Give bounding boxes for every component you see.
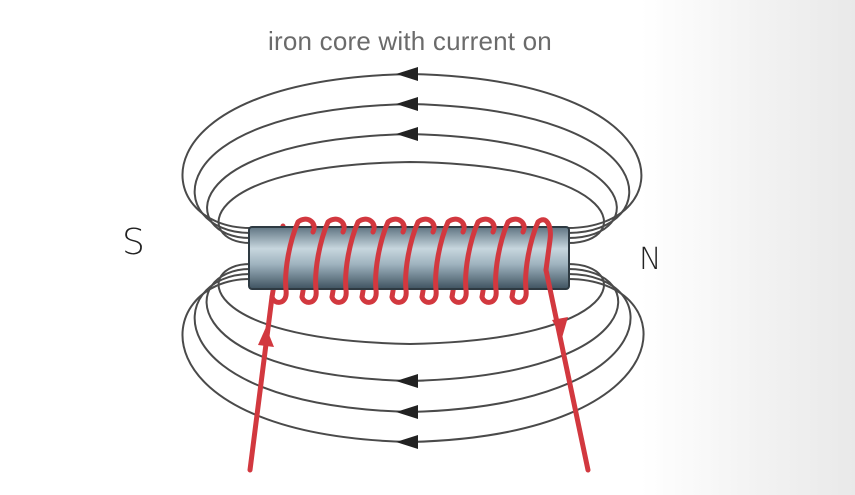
north-pole-label: N	[639, 242, 662, 277]
arrow-icon	[396, 97, 418, 111]
arrow-icon	[396, 374, 418, 388]
current-arrows	[258, 317, 568, 347]
field-line	[181, 72, 643, 229]
field-line	[206, 132, 618, 239]
field-line	[217, 160, 605, 244]
arrow-icon	[396, 127, 418, 141]
current-in-arrow-icon	[258, 327, 274, 347]
arrow-icon	[396, 405, 418, 419]
output-wire	[543, 267, 591, 473]
input-wire	[247, 294, 275, 473]
current-out-arrow-icon	[552, 317, 568, 338]
field-line	[181, 278, 645, 444]
field-direction-arrows	[396, 67, 418, 449]
arrow-icon	[396, 67, 418, 81]
field-line	[193, 102, 631, 234]
south-pole-label: S	[122, 222, 145, 263]
diagram-caption: iron core with current on	[268, 26, 552, 56]
coil-front	[247, 216, 591, 473]
arrow-icon	[396, 435, 418, 449]
